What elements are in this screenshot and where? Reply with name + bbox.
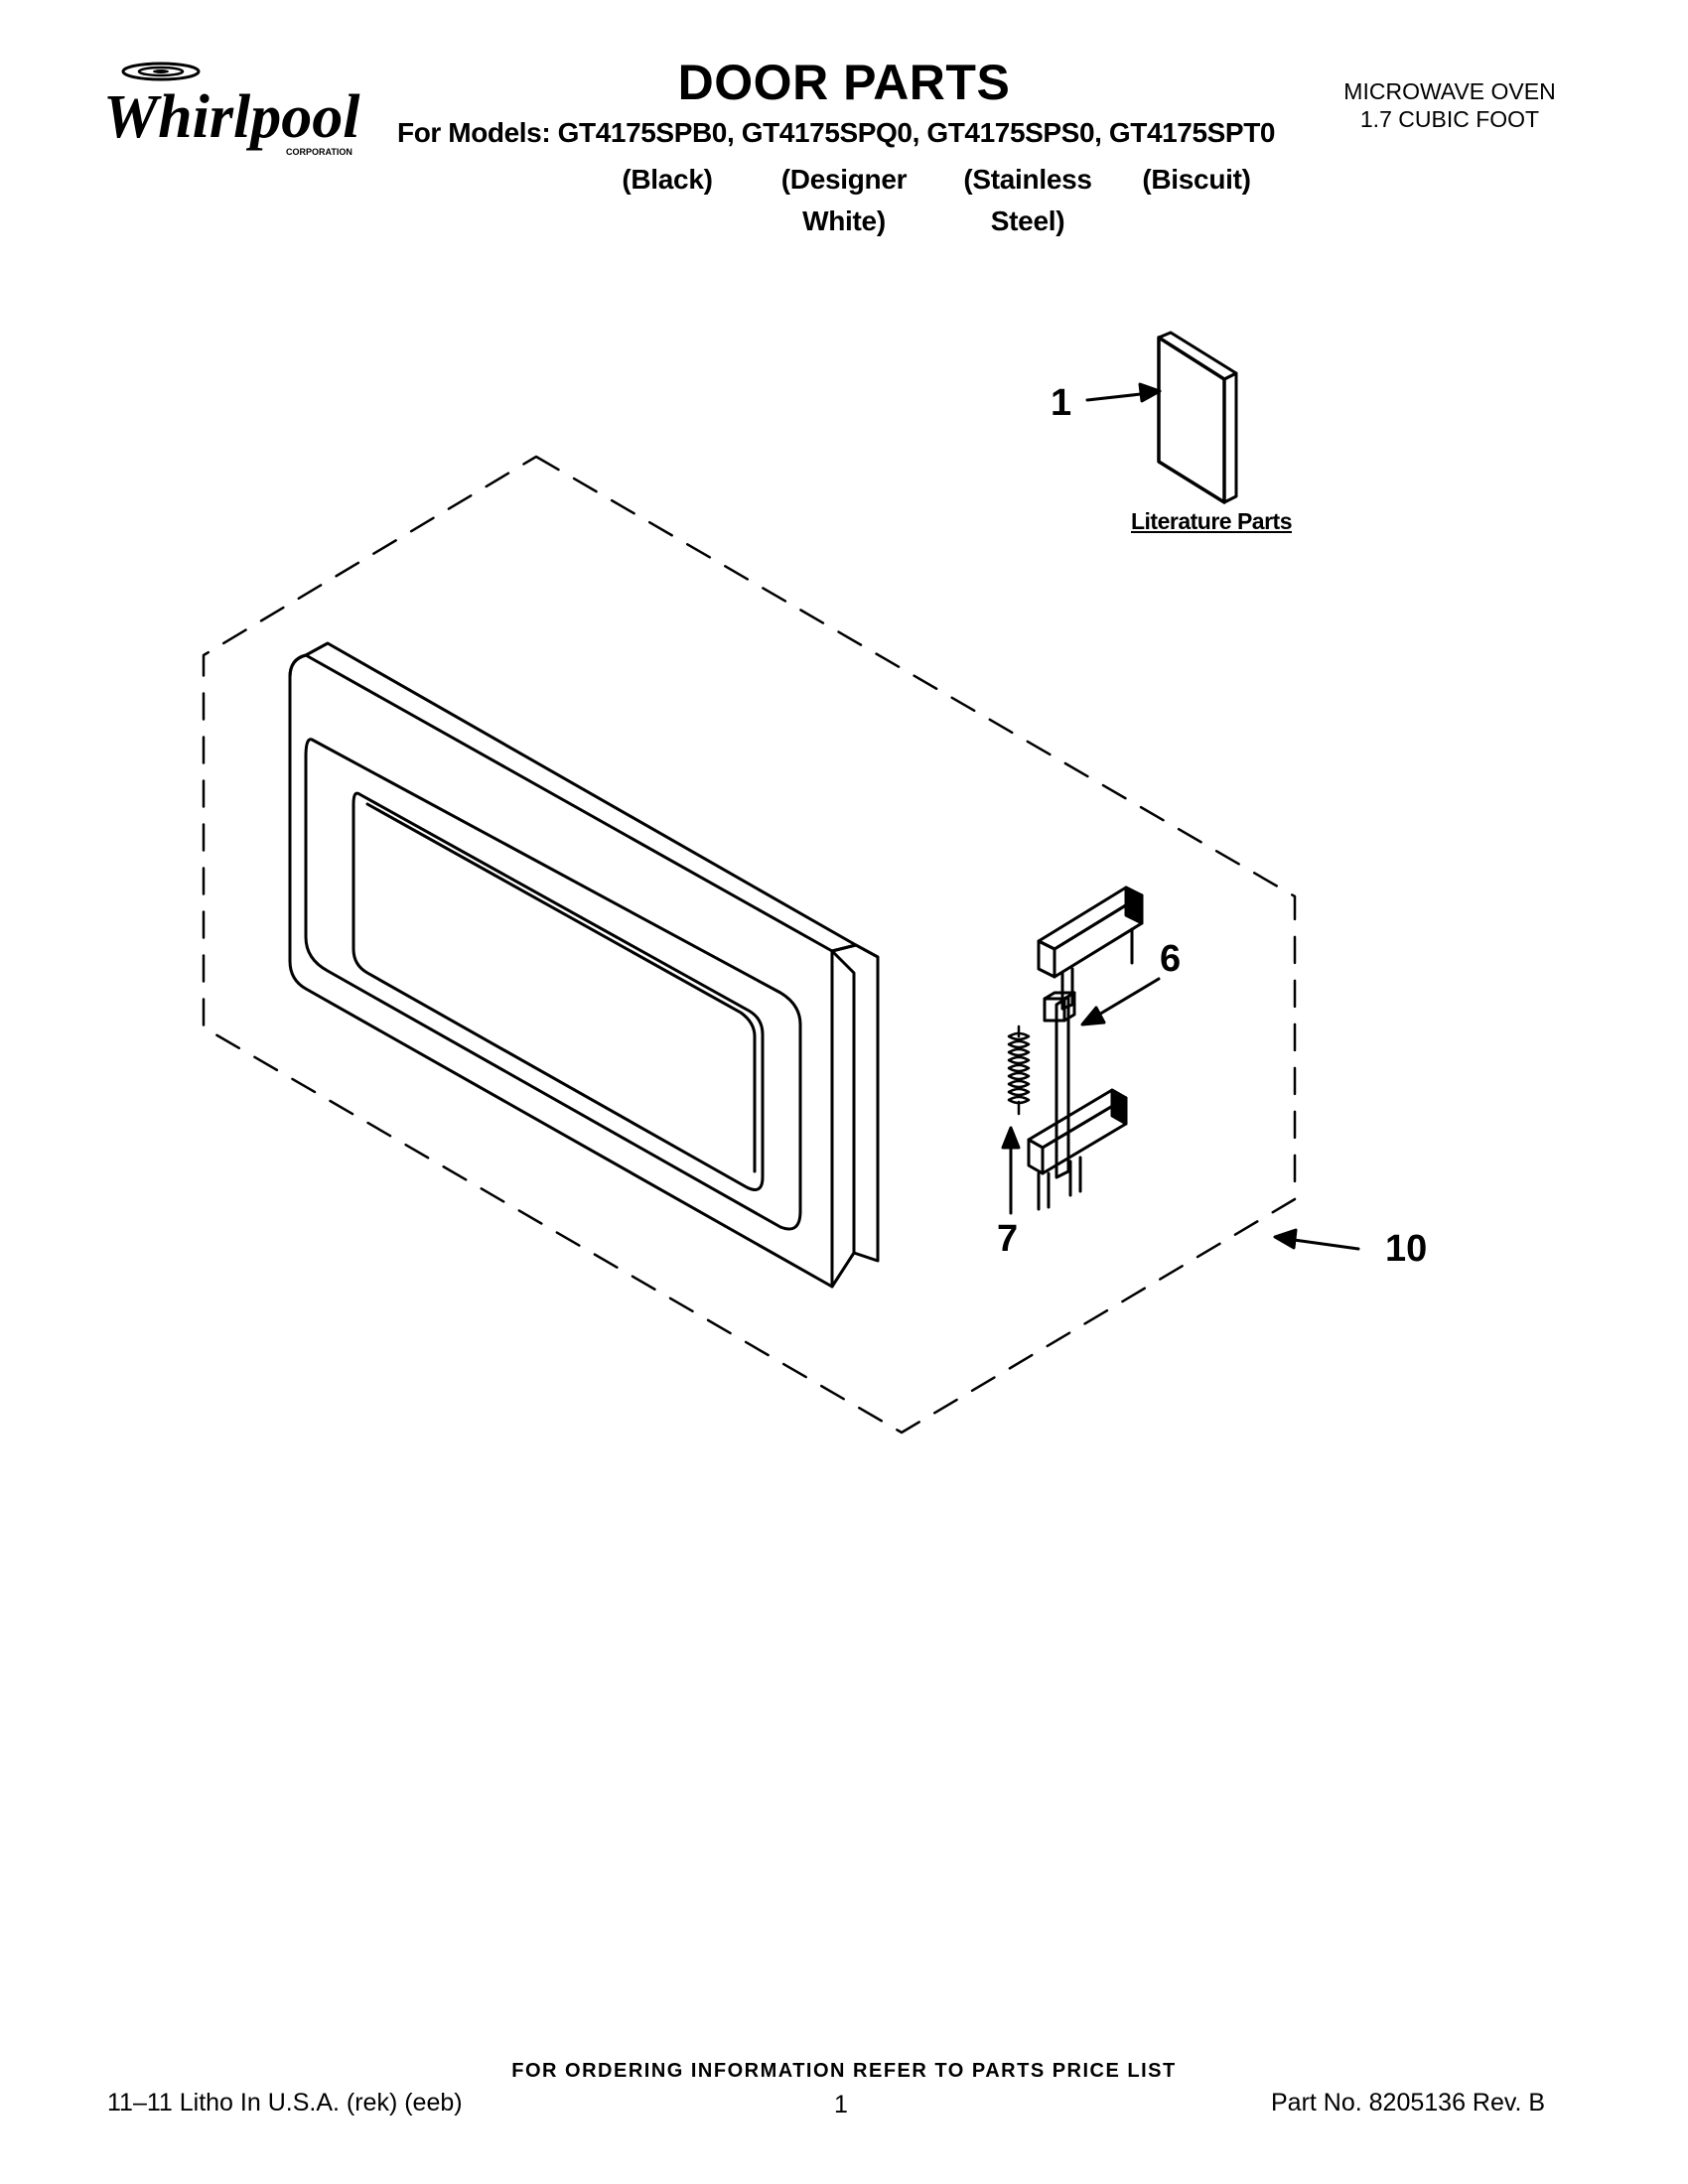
callout-10-arrow [1273,1228,1360,1251]
product-description: MICROWAVE OVEN 1.7 CUBIC FOOT [1301,77,1599,133]
finish-biscuit-line1: (Biscuit) [1142,164,1251,195]
door-assembly-outline [202,455,1297,1434]
whirlpool-logo: Whirlpool CORPORATION [99,60,377,169]
logo-wordmark: Whirlpool [103,83,360,151]
product-line-1: MICROWAVE OVEN [1343,78,1556,104]
ordering-info: FOR ORDERING INFORMATION REFER TO PARTS … [511,2060,1177,2082]
page-title: DOOR PARTS [677,55,1011,110]
part-number: Part No. 8205136 Rev. B [1271,2089,1546,2116]
whirlpool-logo-graphic: Whirlpool CORPORATION [103,62,360,157]
finish-designer-line1: (Designer [780,164,908,195]
finish-stainless-steel: (Stainless Steel) [948,159,1107,242]
callout-1-arrow [1085,382,1162,403]
callout-10: 10 [1385,1228,1427,1270]
finish-designer-white: (Designer White) [770,159,918,242]
models-line: For Models: GT4175SPB0, GT4175SPQ0, GT41… [397,117,1276,148]
product-line-2: 1.7 CUBIC FOOT [1359,106,1540,132]
finish-black: (Black) [608,159,727,201]
finish-biscuit: (Biscuit) [1132,159,1261,201]
finish-stainless-line1: (Stainless [963,164,1092,195]
callout-7: 7 [997,1218,1018,1260]
callout-7-arrow [1001,1126,1021,1215]
print-info: 11–11 Litho In U.S.A. (rek) (eeb) [107,2089,463,2116]
callout-6-arrow [1080,977,1161,1026]
latch-spring [1007,1024,1031,1116]
finish-stainless-line2: Steel) [990,205,1065,236]
literature-booklet [1157,331,1238,504]
door-parts-diagram: 1 6 7 10 [0,298,1688,1489]
finish-designer-line2: White) [802,205,886,236]
logo-sub: CORPORATION [286,147,352,157]
callout-1: 1 [1051,382,1071,424]
door-latch [1027,886,1144,1211]
page-number: 1 [834,2091,848,2118]
finish-black-line1: (Black) [622,164,713,195]
literature-parts-label: Literature Parts [1130,508,1293,534]
microwave-door [288,641,880,1289]
callout-6: 6 [1160,938,1181,980]
diagram-svg: 1 6 7 10 [202,331,1427,1434]
